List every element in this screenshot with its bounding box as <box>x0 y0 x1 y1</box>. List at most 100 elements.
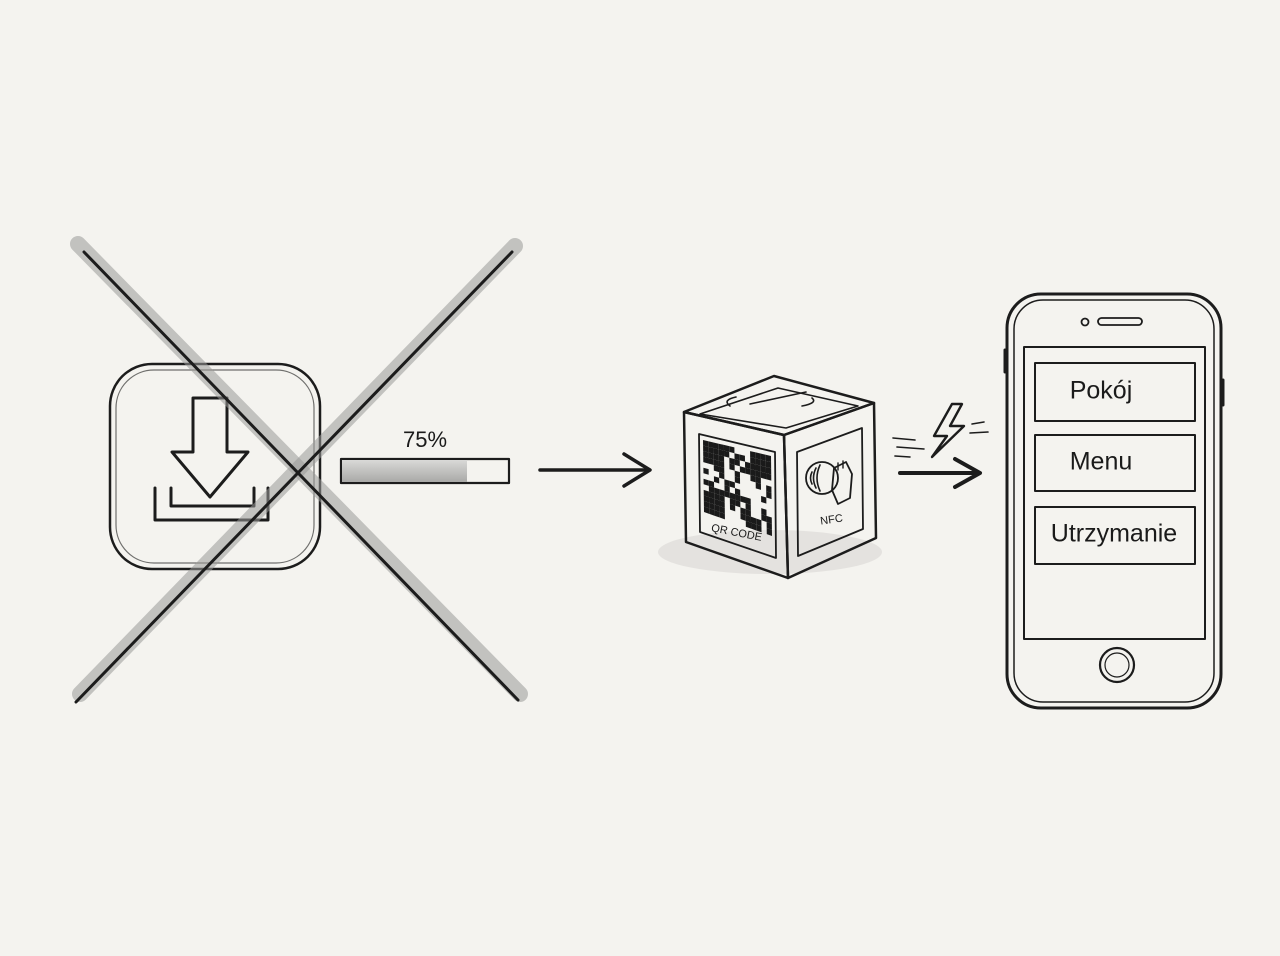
nfc-tap-icon <box>796 427 864 557</box>
qr-cell <box>755 482 761 490</box>
qr-cell <box>708 457 714 465</box>
qr-cell <box>703 495 710 503</box>
qr-cell <box>709 502 715 511</box>
qr-cell <box>729 457 735 465</box>
qr-cell <box>719 511 725 520</box>
qr-cell <box>740 513 746 521</box>
progress-label: 75% <box>403 427 447 452</box>
qr-cell <box>729 446 735 454</box>
qr-cell <box>713 442 719 450</box>
progress-group: 75% <box>339 427 511 485</box>
qr-cell <box>703 467 709 475</box>
qr-cell <box>766 515 772 524</box>
qr-cell <box>729 463 735 471</box>
qr-cell <box>760 459 766 467</box>
qr-cell <box>708 480 715 488</box>
qr-cell <box>729 498 736 506</box>
qr-cell <box>755 458 761 466</box>
qr-cell <box>724 450 730 458</box>
qr-cell <box>719 506 725 514</box>
qr-cell <box>745 497 751 505</box>
fast-connection-arrow <box>892 402 989 489</box>
phone-screen <box>1023 346 1206 640</box>
qr-cell <box>760 453 766 461</box>
smartphone: Pokój Menu Utrzymanie <box>1003 292 1225 710</box>
qr-cell <box>761 514 767 522</box>
nfc-label: NFC <box>820 513 844 528</box>
qr-cell <box>719 494 725 503</box>
qr-cell <box>755 476 761 484</box>
qr-cell <box>713 476 720 484</box>
qr-cell <box>718 460 725 468</box>
qr-cell <box>750 463 756 471</box>
qr-cell <box>760 471 767 480</box>
qr-cell <box>734 488 741 496</box>
qr-cell <box>729 492 736 500</box>
qr-cell <box>750 474 756 483</box>
menu-button-label: Utrzymanie <box>1051 520 1177 548</box>
qr-cell <box>724 479 730 487</box>
qr-cell <box>734 459 740 467</box>
qr-cell <box>708 485 715 494</box>
qr-cell <box>714 504 720 512</box>
qr-cell <box>713 453 719 461</box>
qr-cell <box>708 452 714 460</box>
home-button[interactable] <box>1098 646 1136 684</box>
menu-button-label: Pokój <box>1070 377 1133 405</box>
qr-cell <box>751 522 757 531</box>
lightning-icon <box>930 402 966 459</box>
qr-cell <box>734 470 740 478</box>
qr-cell <box>709 497 715 505</box>
cross-out-icon <box>70 236 528 704</box>
qr-cell <box>723 444 730 452</box>
qr-cell <box>729 480 735 489</box>
qr-cell <box>766 485 772 493</box>
qr-cell <box>714 510 720 518</box>
qr-cell <box>703 489 709 498</box>
qr-cell <box>761 508 767 516</box>
qr-cell <box>703 478 709 486</box>
qr-cell <box>739 454 745 462</box>
qr-cell <box>734 453 740 461</box>
qr-cell <box>745 520 752 529</box>
qr-cell <box>719 472 725 480</box>
qr-cell <box>760 465 766 474</box>
qr-cell <box>713 459 719 467</box>
qr-cell <box>719 500 725 508</box>
qr-cell <box>740 507 746 515</box>
qr-cell <box>765 466 772 475</box>
qr-cell <box>766 528 772 536</box>
cube-right <box>782 401 878 580</box>
qr-cell <box>745 503 751 511</box>
qr-cell <box>761 495 767 504</box>
qr-cell <box>745 514 751 523</box>
qr-cell <box>718 443 724 451</box>
front-camera <box>1080 317 1090 327</box>
qr-cell <box>755 464 761 472</box>
qr-code-icon <box>698 433 777 559</box>
qr-cell <box>750 468 756 477</box>
menu-button-menu[interactable]: Menu <box>1034 434 1196 492</box>
qr-cell <box>756 524 762 533</box>
qr-cell <box>745 461 751 469</box>
qr-cell <box>714 493 720 501</box>
qr-cell <box>740 495 746 504</box>
qr-cell <box>703 440 709 447</box>
qr-cell <box>703 500 710 509</box>
menu-button-utrzymanie[interactable]: Utrzymanie <box>1034 506 1196 565</box>
qr-cell <box>724 485 730 493</box>
qr-cell <box>713 448 719 456</box>
qr-cell <box>765 460 772 469</box>
qr-cell <box>755 452 761 460</box>
qr-cell <box>714 487 720 495</box>
qr-cell <box>714 498 720 507</box>
qr-cell <box>745 509 751 517</box>
qr-cell <box>729 503 736 512</box>
qr-cell <box>766 521 772 530</box>
qr-cell <box>703 451 709 458</box>
menu-button-pokoj[interactable]: Pokój <box>1034 362 1196 422</box>
qr-cell <box>750 451 756 459</box>
qr-cell <box>766 473 772 481</box>
qr-cell <box>703 506 710 514</box>
